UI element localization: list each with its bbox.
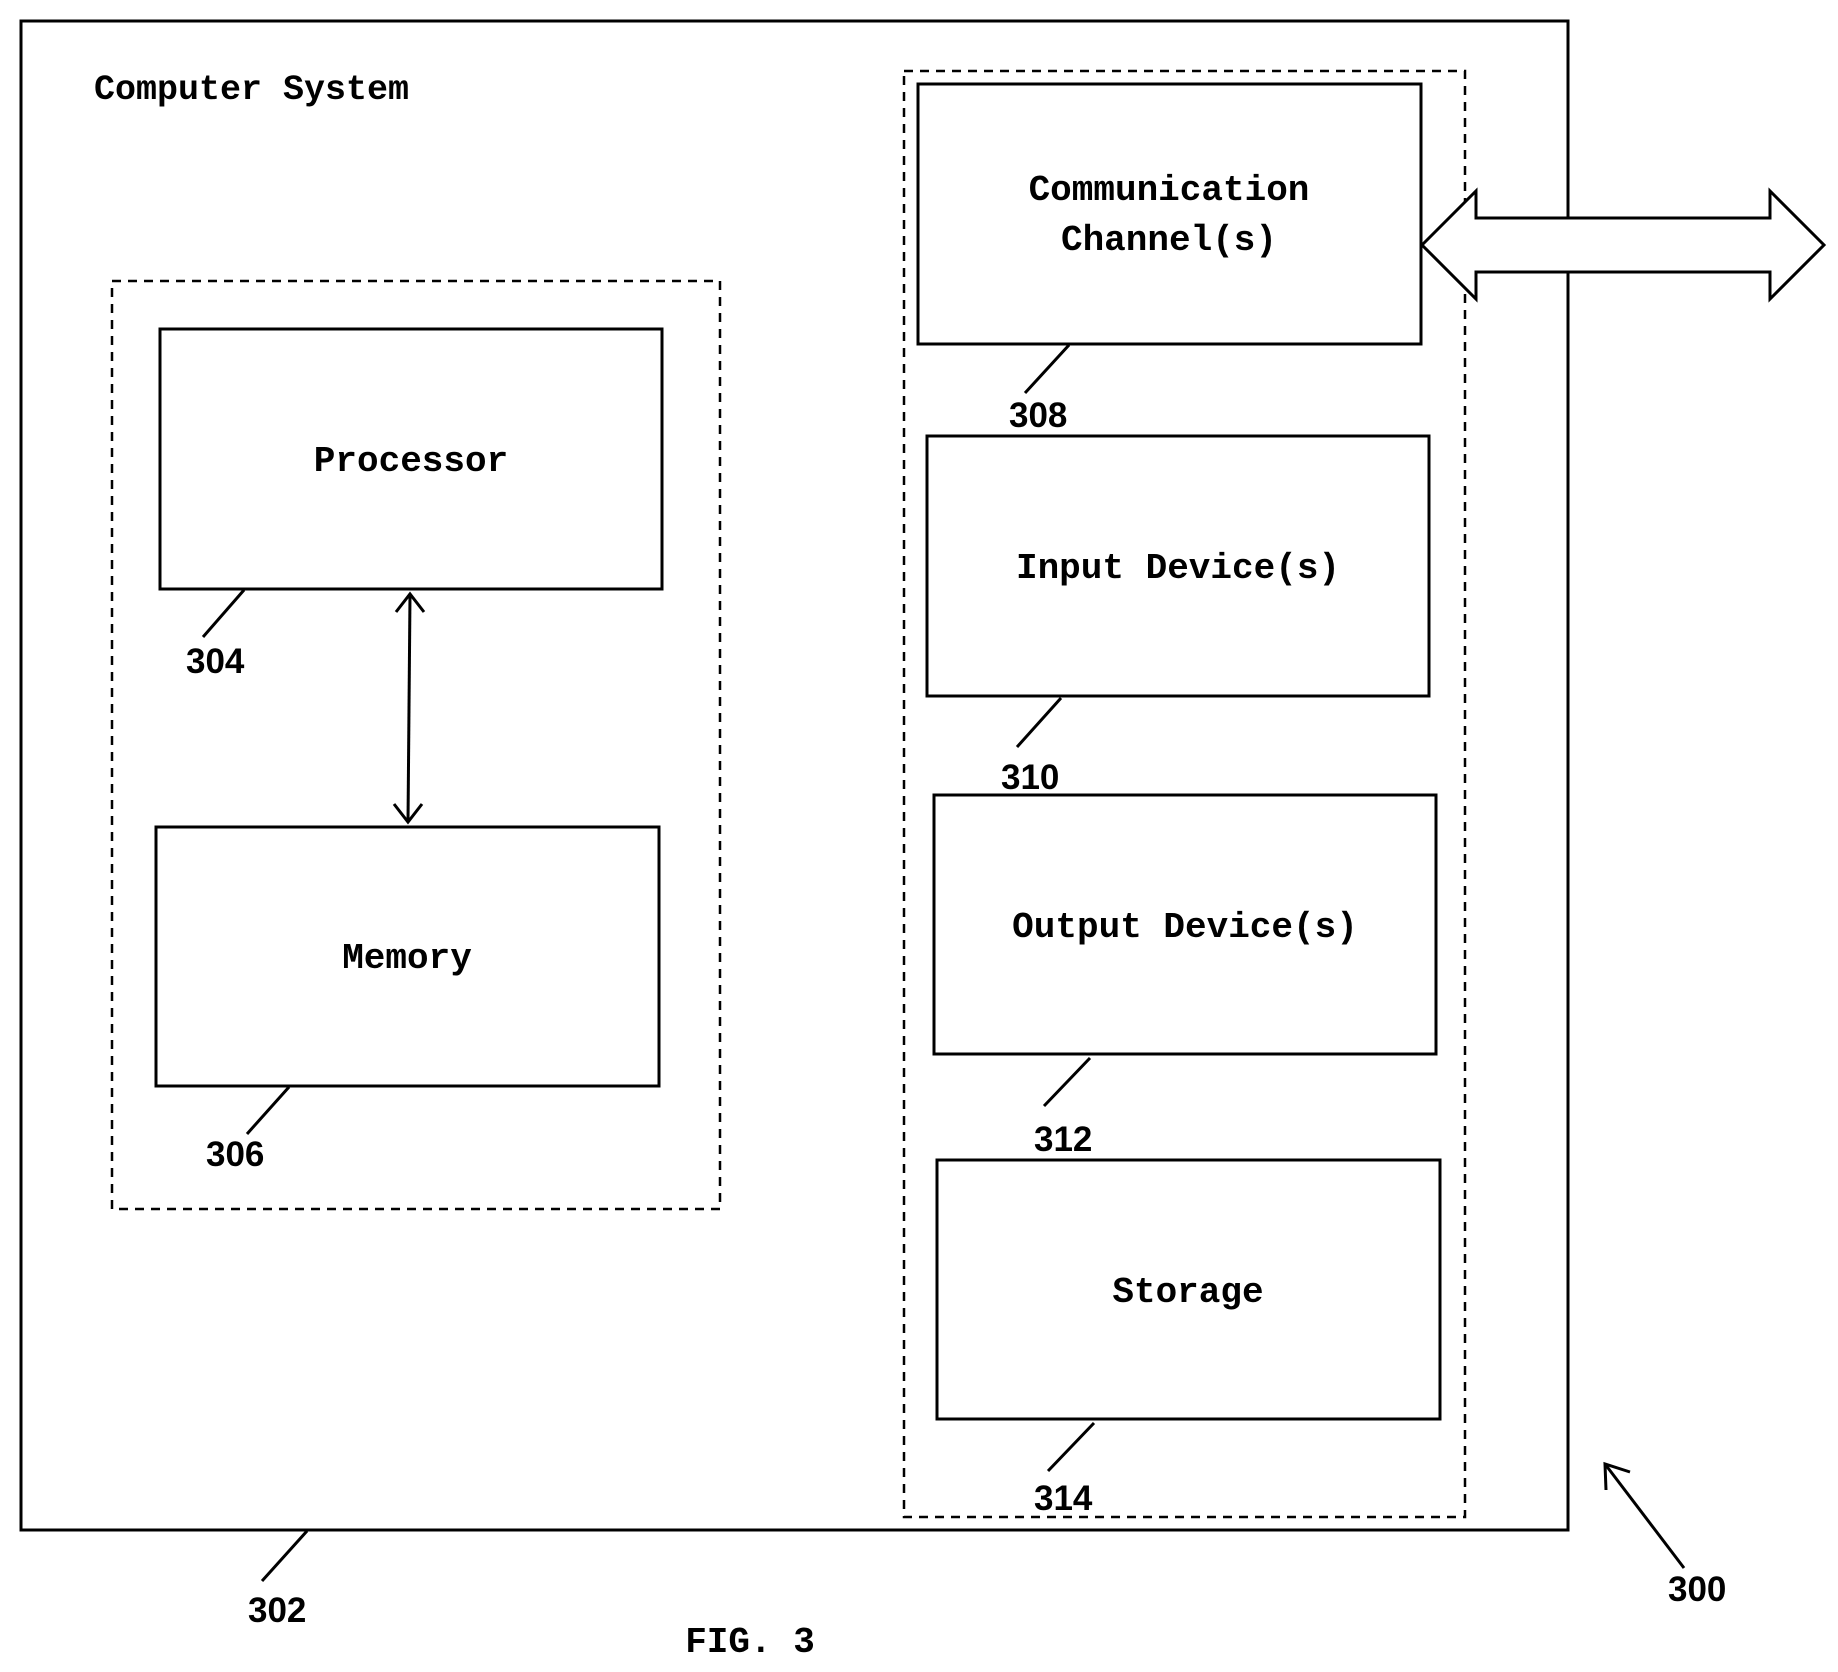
ref-302: 302 xyxy=(248,1591,306,1630)
communication-channel-label-line1: Communication xyxy=(1029,170,1310,211)
storage-label: Storage xyxy=(1112,1272,1263,1313)
communication-channel-box xyxy=(918,84,1421,344)
ref-314: 314 xyxy=(1034,1479,1093,1518)
memory-label: Memory xyxy=(342,938,472,979)
communication-channel-label-line2: Channel(s) xyxy=(1061,220,1277,261)
output-devices-label: Output Device(s) xyxy=(1012,907,1358,948)
ref-306: 306 xyxy=(206,1135,264,1174)
input-devices-label: Input Device(s) xyxy=(1016,548,1340,589)
figure-caption: FIG. 3 xyxy=(685,1622,815,1663)
processor-label: Processor xyxy=(314,441,508,482)
ref-310: 310 xyxy=(1001,758,1059,797)
ref-300: 300 xyxy=(1668,1570,1726,1609)
computer-system-label: Computer System xyxy=(94,70,409,110)
ref-312: 312 xyxy=(1034,1120,1092,1159)
leader-302 xyxy=(262,1531,307,1581)
reference-300-arrow xyxy=(1605,1464,1684,1568)
ref-308: 308 xyxy=(1009,396,1067,435)
ref-304: 304 xyxy=(186,642,245,681)
